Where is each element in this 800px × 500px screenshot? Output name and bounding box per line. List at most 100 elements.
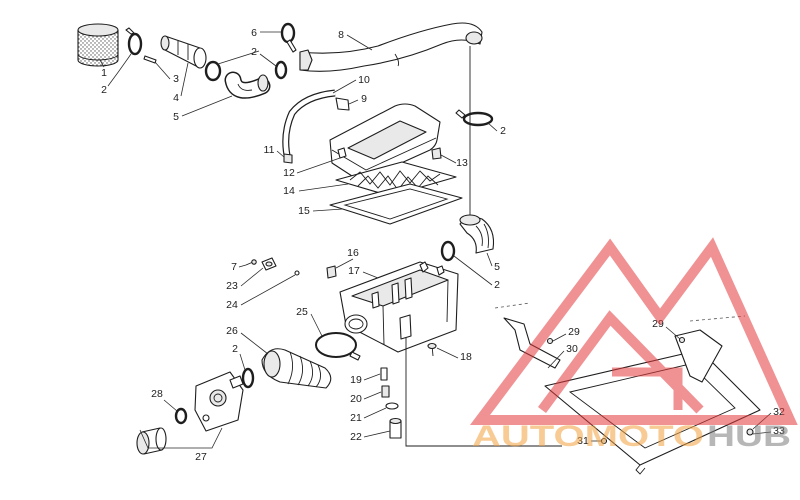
intake-elbow-lower [459, 214, 495, 254]
leader-line [107, 53, 132, 87]
leader-line [363, 373, 381, 381]
callout-number: 15 [298, 205, 310, 217]
callout-number: 2 [251, 46, 257, 58]
callout-number: 2 [500, 125, 506, 137]
hose-clamp-boot [204, 60, 222, 82]
callout-number: 29 [652, 318, 664, 330]
callout-labels: 1 2 3 4 5 6 2 8 10 9 2 11 12 13 14 15 16… [101, 27, 785, 463]
callout-number: 14 [283, 185, 295, 197]
hose-clamp-upper-left [125, 27, 143, 56]
hose-clamp-throttle [241, 367, 255, 389]
leader-line [547, 350, 565, 369]
breather-pin [143, 55, 157, 64]
leader-line [440, 154, 457, 164]
leader-line [332, 79, 357, 94]
leader-line [99, 59, 105, 68]
callout-number: 31 [577, 435, 589, 447]
logo-mountain-outline [469, 237, 798, 425]
leader-line [240, 332, 269, 355]
leader-line [276, 150, 285, 158]
leader-line [298, 183, 349, 192]
leader-line [181, 95, 233, 117]
drain-stack [380, 367, 402, 439]
leader-line [259, 53, 277, 67]
leader-line [296, 157, 341, 174]
grommet-fitting [261, 257, 277, 271]
hose-clamp-duct [280, 22, 297, 53]
leader-line [239, 353, 246, 371]
throttle-sleeve [136, 427, 167, 455]
hose-clamp-elbow-lower [440, 240, 456, 262]
logo-g-stroke [612, 367, 683, 410]
callout-number: 18 [460, 351, 472, 363]
leader-line [436, 347, 459, 359]
leader-line [154, 61, 171, 80]
assembly-reference-line [405, 338, 562, 447]
callout-number: 7 [231, 261, 237, 273]
callout-number: 29 [568, 326, 580, 338]
callout-number: 5 [494, 261, 500, 273]
hose-clamp-elbow [274, 60, 288, 80]
leader-line [217, 50, 260, 65]
leader-line [487, 122, 498, 132]
hose-clamp-duct-lower [455, 109, 494, 127]
callout-number: 25 [296, 306, 308, 318]
leader-line [346, 34, 373, 51]
leader-line [363, 407, 387, 419]
logo-text-primary: AUTOMOTO [472, 420, 704, 453]
filter-frame [329, 183, 463, 225]
leader-line [163, 399, 178, 412]
callout-number: 23 [226, 280, 238, 292]
callout-number: 2 [232, 343, 238, 355]
callout-number: 10 [358, 74, 370, 86]
callout-number: 16 [347, 247, 359, 259]
mounting-screw [427, 342, 437, 357]
callout-number: 11 [264, 144, 275, 156]
leader-line [240, 267, 264, 287]
intake-duct [299, 22, 483, 72]
outlet-seal-ring [315, 332, 361, 361]
callout-number: 33 [773, 425, 785, 437]
leader-lines [99, 31, 772, 449]
airbox-base [339, 261, 459, 353]
leader-line [238, 264, 247, 268]
leader-line [312, 208, 344, 212]
small-pin [294, 270, 300, 276]
throttle-body [194, 371, 244, 432]
leader-line [310, 313, 323, 337]
breather-hose [282, 89, 336, 161]
leader-line [180, 62, 189, 97]
callout-number: 17 [348, 265, 360, 277]
callout-number: 12 [283, 167, 295, 179]
callout-number: 2 [494, 279, 500, 291]
hose-clamp-throttle-small [174, 407, 188, 425]
air-filter-element [77, 23, 119, 67]
callout-number: 3 [173, 73, 179, 85]
callout-number: 8 [338, 29, 344, 41]
callout-number: 32 [773, 406, 785, 418]
callout-number: 28 [151, 388, 163, 400]
callout-number: 6 [251, 27, 257, 39]
leader-line [240, 274, 296, 306]
lid-fastener [431, 147, 442, 160]
watermark-logo: AUTOMOTO HUB [469, 237, 798, 453]
hose-clip [283, 153, 293, 164]
screw [245, 259, 257, 266]
callout-number: 22 [350, 431, 362, 443]
callout-number: 30 [566, 343, 578, 355]
leader-line [362, 271, 379, 279]
callout-number: 21 [350, 412, 362, 424]
logo-text-secondary: HUB [707, 420, 791, 453]
leader-line [665, 326, 681, 340]
callout-number: 2 [101, 84, 107, 96]
leader-line [453, 255, 493, 286]
callout-number: 27 [195, 451, 207, 463]
leader-line [335, 258, 354, 269]
leader-line [139, 427, 223, 449]
airbox-lid [329, 103, 441, 180]
callout-number: 1 [101, 67, 107, 79]
logo-inner-triangle [537, 310, 704, 414]
callout-number: 19 [350, 374, 362, 386]
airbox-clip [326, 265, 337, 279]
